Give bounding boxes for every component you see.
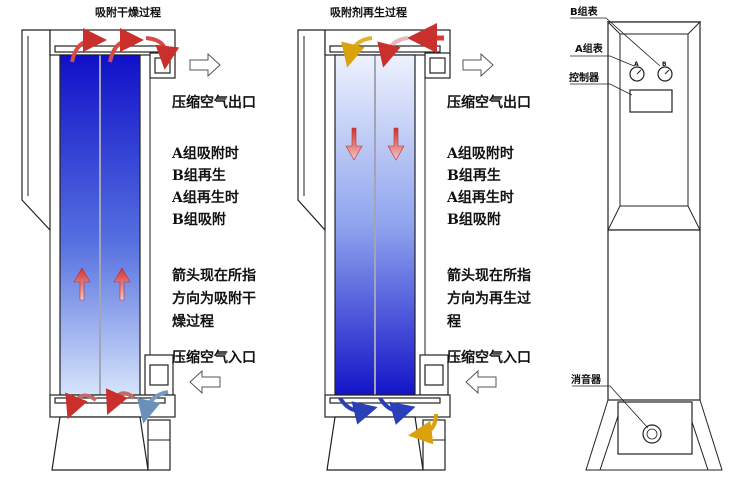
controller-box	[629, 89, 673, 113]
panel2-down-arrow-b	[387, 127, 405, 161]
panel2-mode-line-2: B组再生	[447, 167, 501, 184]
panel2-down-arrow-a	[345, 127, 363, 161]
panel1-bottom-arrow-right	[105, 388, 136, 415]
panel1-note-line-1: 箭头现在所指	[172, 267, 256, 284]
panel1-inlet-direction-icon	[189, 369, 221, 395]
controller-label: 控制器	[569, 71, 600, 84]
panel1-base	[51, 416, 149, 471]
panel1-note-line-2: 方向为吸附干	[172, 290, 256, 307]
panel2-top-arrow-right	[377, 36, 409, 68]
panel1-outlet-direction-icon	[189, 52, 221, 78]
panel1-bottom-arrow-left	[65, 392, 98, 420]
gauge-b-mark: B	[662, 61, 667, 68]
panel1-side-frame	[21, 29, 51, 232]
panel2-note-line-3: 程	[447, 314, 461, 330]
panel1-mode-line-1: A组吸附时	[171, 145, 239, 162]
panel2-outlet-label: 压缩空气出口	[447, 94, 531, 111]
panel1-inlet-arrow	[137, 390, 169, 424]
panel2-mode-line-1: A组吸附时	[446, 145, 514, 162]
panel2-top-arrow-left	[341, 36, 373, 68]
panel2-outlet-direction-icon	[462, 52, 494, 78]
panel2-note-line-1: 箭头现在所指	[447, 267, 531, 284]
panel2-mode-line-3: A组再生时	[446, 189, 514, 206]
panel1-top-arrow-left	[70, 28, 107, 63]
panel2-note-line-2: 方向为再生过	[447, 290, 531, 307]
panel-front-view: A B B组表 A组表 控制器 消音器	[569, 5, 723, 471]
panel1-title: 吸附干燥过程	[95, 5, 161, 19]
panel1-up-arrow-a	[73, 267, 91, 301]
panel1-outlet-arrow	[145, 36, 180, 70]
muffler-label: 消音器	[571, 373, 602, 386]
panel-adsorption: 吸附干燥过程	[21, 5, 256, 471]
panel2-exhaust-arrow	[408, 413, 438, 445]
cabinet-upper	[607, 21, 701, 231]
panel2-inlet-label: 压缩空气入口	[447, 349, 531, 366]
panel2-title: 吸附剂再生过程	[330, 5, 407, 19]
panel1-note-line-3: 燥过程	[172, 313, 214, 330]
panel2-side-frame	[297, 29, 326, 232]
panel1-mode-line-3: A组再生时	[171, 189, 239, 206]
gauge-a-label: A组表	[575, 42, 604, 55]
panel2-bottom-arrow-right	[378, 396, 416, 425]
panel2-bottom-arrow-left	[338, 396, 378, 425]
panel-regeneration: 吸附剂再生过程 压缩空气出口 A组吸附时 B组再生 A组再生	[297, 5, 531, 471]
panel1-mode-line-2: B组再生	[172, 167, 226, 184]
gauge-a-mark: A	[634, 61, 639, 68]
panel2-mode-line-4: B组吸附	[447, 211, 501, 228]
panel2-inlet-direction-icon	[465, 369, 497, 395]
panel1-mode-line-4: B组吸附	[172, 211, 226, 228]
panel2-base	[326, 416, 424, 471]
panel1-inlet-label: 压缩空气入口	[172, 349, 256, 366]
panel1-outlet-label: 压缩空气出口	[172, 94, 256, 111]
panel1-up-arrow-b	[113, 267, 131, 301]
panel1-top-arrow-right	[108, 28, 144, 63]
gauge-b-label: B组表	[570, 5, 599, 18]
cabinet-lower	[607, 229, 701, 401]
